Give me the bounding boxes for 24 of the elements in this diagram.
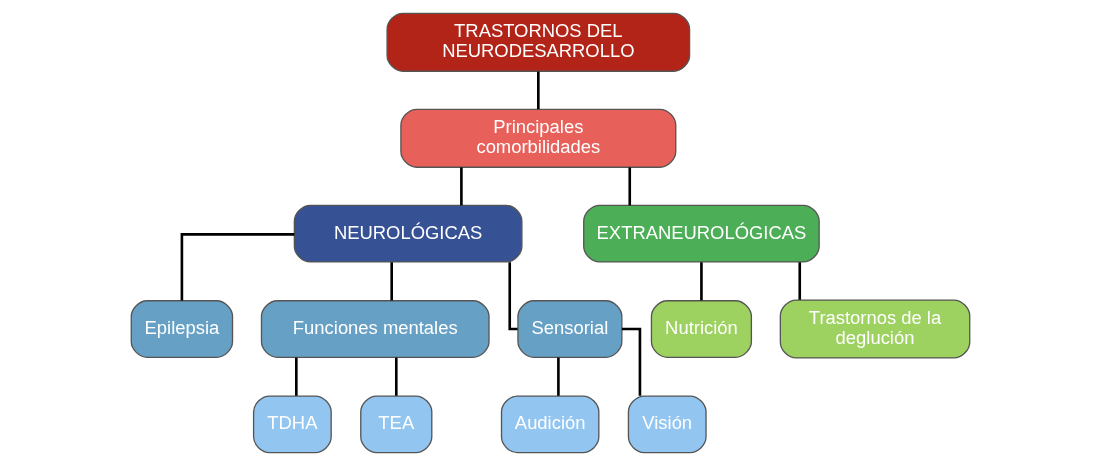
node-box: EXTRANEUROLÓGICAS — [583, 204, 820, 263]
connector — [508, 262, 518, 331]
node-box: TDHA — [252, 395, 332, 454]
connector — [628, 167, 632, 206]
node-box: TRASTORNOS DEL NEURODESARROLLO — [386, 12, 691, 72]
node-box: Principales comorbilidades — [400, 108, 677, 168]
node-box: Visión — [627, 395, 707, 454]
connector — [394, 357, 398, 396]
node-box: Nutrición — [650, 300, 753, 358]
node-box: Audición — [500, 395, 600, 454]
connector — [295, 357, 298, 396]
node-box: TEA — [360, 395, 433, 454]
node-box: Epilepsia — [130, 300, 234, 358]
connector — [460, 167, 463, 206]
connector — [798, 262, 802, 300]
connector — [557, 357, 560, 396]
node-box: NEUROLÓGICAS — [293, 204, 523, 263]
node-box: Funciones mentales — [260, 300, 490, 358]
node-box: Trastornos de la deglución — [779, 299, 971, 359]
connector — [537, 71, 540, 110]
node-box: Sensorial — [517, 300, 623, 358]
connector — [390, 262, 393, 301]
connector — [700, 262, 703, 301]
connector — [180, 233, 295, 301]
